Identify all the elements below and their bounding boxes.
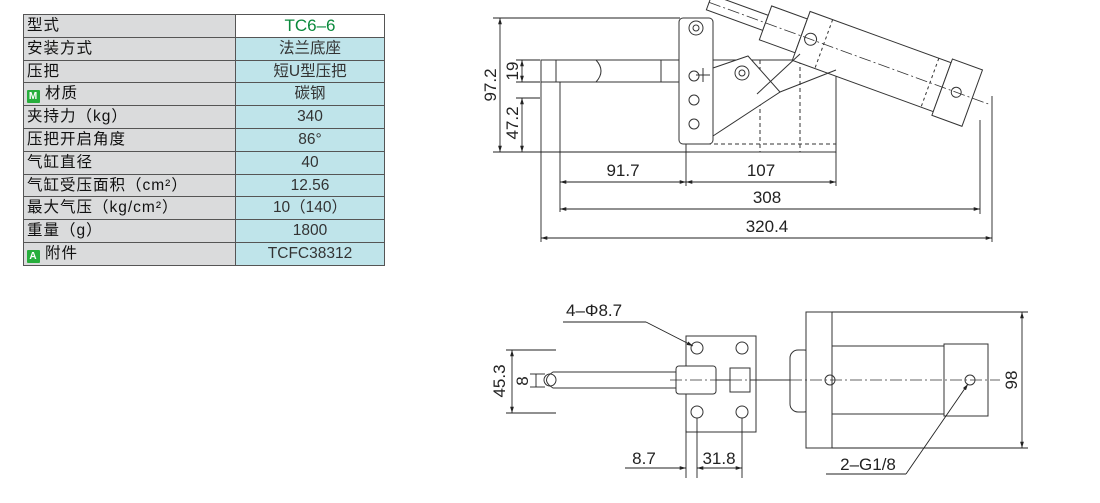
dim-height: 98 <box>1002 371 1021 390</box>
dim-total-height: 97.2 <box>481 68 500 101</box>
dim-overall-length-1: 308 <box>753 188 781 207</box>
spec-label: 型式 <box>23 14 236 38</box>
spec-row: 最大气压（kg/cm²） 10（140） <box>23 196 385 221</box>
spec-value: TCFC38312 <box>235 241 385 266</box>
spec-value: 1800 <box>235 219 385 243</box>
spec-label: 附件 <box>45 244 79 262</box>
spec-table: 型式 TC6–6 安装方式 法兰底座 压把 短U型压把 M 材质 碳钢 夹持力（k… <box>23 14 385 266</box>
dim-lower-height: 47.2 <box>503 106 522 139</box>
spec-label: 压把开启角度 <box>23 127 236 152</box>
spec-label-cell: M 材质 <box>23 82 236 107</box>
spec-row: 气缸受压面积（cm²） 12.56 <box>23 173 385 198</box>
pivot-pin <box>688 20 704 36</box>
air-cylinder <box>705 0 992 127</box>
top-view-dimensions <box>506 311 1028 478</box>
spec-label: 气缸直径 <box>23 150 236 175</box>
spec-row: 夹持力（kg） 340 <box>23 105 385 129</box>
spec-value: 12.56 <box>235 173 385 198</box>
spec-label: 夹持力（kg） <box>23 105 236 129</box>
spec-label: 重量（g） <box>23 219 236 243</box>
dim-base-length: 107 <box>747 161 775 180</box>
side-view-dimensions <box>493 17 993 242</box>
spec-row: 安装方式 法兰底座 <box>23 36 385 61</box>
top-view <box>543 311 1000 449</box>
handle-top <box>546 371 681 389</box>
dim-hole-spacing: 31.8 <box>702 449 735 468</box>
spec-value: 40 <box>235 150 385 175</box>
spec-row: 压把 短U型压把 <box>23 59 385 84</box>
spec-value: TC6–6 <box>235 14 385 38</box>
handle-bar <box>540 59 688 83</box>
spec-row-model: 型式 TC6–6 <box>23 14 385 38</box>
spec-value: 86° <box>235 127 385 152</box>
dim-overall-length-2: 320.4 <box>746 217 789 236</box>
spec-row: A 附件 TCFC38312 <box>23 241 385 266</box>
handle-u-end <box>555 59 602 83</box>
dim-handle-width: 8 <box>513 376 532 385</box>
spec-value: 340 <box>235 105 385 129</box>
spec-label: 安装方式 <box>23 36 236 61</box>
spec-row: 气缸直径 40 <box>23 150 385 175</box>
cylinder-tube <box>831 345 945 415</box>
dim-handle-length: 91.7 <box>606 161 639 180</box>
dim-hole-offset: 8.7 <box>632 449 656 468</box>
dim-port-callout: 2–G1/8 <box>840 455 896 474</box>
spec-row: M 材质 碳钢 <box>23 82 385 107</box>
spec-value: 短U型压把 <box>235 59 385 84</box>
side-view <box>540 0 992 153</box>
spec-row: 压把开启角度 86° <box>23 127 385 152</box>
spec-label-cell: A 附件 <box>23 241 236 266</box>
accessory-badge-icon: A <box>27 249 40 263</box>
spec-label: 材质 <box>45 85 79 103</box>
dim-upper-height: 19 <box>503 62 522 81</box>
spec-value: 碳钢 <box>235 82 385 107</box>
spec-label: 气缸受压面积（cm²） <box>23 173 236 198</box>
dim-width: 45.3 <box>490 364 509 397</box>
dim-hole-callout: 4–Φ8.7 <box>566 301 622 320</box>
material-badge-icon: M <box>27 90 40 104</box>
spec-label: 压把 <box>23 59 236 84</box>
spec-row: 重量（g） 1800 <box>23 219 385 243</box>
spec-label: 最大气压（kg/cm²） <box>23 196 236 221</box>
